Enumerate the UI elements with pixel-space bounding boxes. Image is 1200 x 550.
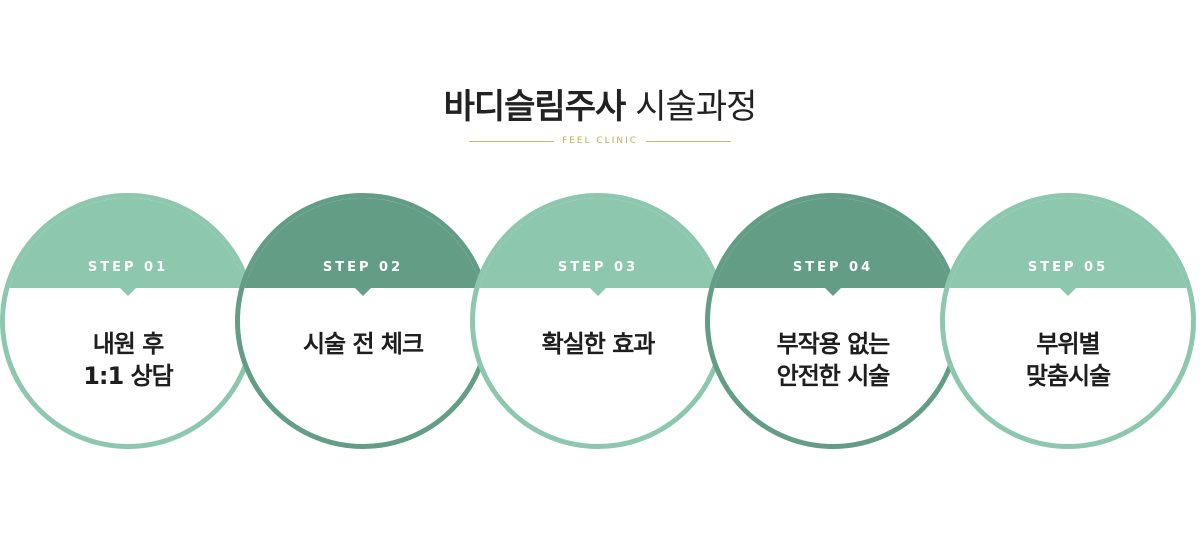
subtitle-divider-left	[469, 140, 554, 142]
step-text-1-line2: 1:1 상담	[83, 362, 174, 390]
step-circle-2: STEP 02 시술 전 체크	[235, 193, 491, 449]
step-notch-5	[1060, 288, 1076, 296]
step-label-1: STEP 01	[87, 260, 169, 275]
step-header-2	[240, 198, 486, 288]
step-notch-4	[825, 288, 841, 296]
step-text-5-line1: 부위별	[1036, 330, 1100, 358]
subtitle: FEEL CLINIC	[561, 136, 639, 146]
step-circle-3: STEP 03 확실한 효과	[470, 193, 726, 449]
step-header-5	[945, 198, 1191, 288]
step-text-5-line2: 맞춤시술	[1025, 362, 1111, 390]
step-circle-5: STEP 05 부위별 맞춤시술	[940, 193, 1196, 449]
step-text-2: 시술 전 체크	[240, 328, 486, 360]
step-text-5: 부위별 맞춤시술	[945, 328, 1191, 392]
step-header-3	[475, 198, 721, 288]
page-title-light: 시술과정	[635, 87, 757, 127]
subtitle-divider-right	[646, 140, 731, 142]
step-text-3: 확실한 효과	[475, 328, 721, 360]
step-notch-3	[590, 288, 606, 296]
step-label-2: STEP 02	[322, 260, 404, 275]
step-label-3: STEP 03	[557, 260, 639, 275]
step-label-5: STEP 05	[1027, 260, 1109, 275]
step-text-3-line1: 확실한 효과	[541, 330, 656, 358]
step-text-4-line2: 안전한 시술	[776, 362, 891, 390]
step-circle-1: STEP 01 내원 후 1:1 상담	[0, 193, 256, 449]
step-text-1-line1: 내원 후	[92, 330, 165, 358]
step-text-1: 내원 후 1:1 상담	[5, 328, 251, 392]
page-title-bold: 바디슬림주사	[443, 87, 627, 127]
step-label-4: STEP 04	[792, 260, 874, 275]
step-text-4-line1: 부작용 없는	[776, 330, 891, 358]
step-notch-1	[120, 288, 136, 296]
step-header-4	[710, 198, 956, 288]
step-header-1	[5, 198, 251, 288]
subtitle-row: FEEL CLINIC	[469, 133, 731, 149]
step-notch-2	[355, 288, 371, 296]
step-text-4: 부작용 없는 안전한 시술	[710, 328, 956, 392]
step-circle-4: STEP 04 부작용 없는 안전한 시술	[705, 193, 961, 449]
step-text-2-line1: 시술 전 체크	[302, 330, 424, 358]
